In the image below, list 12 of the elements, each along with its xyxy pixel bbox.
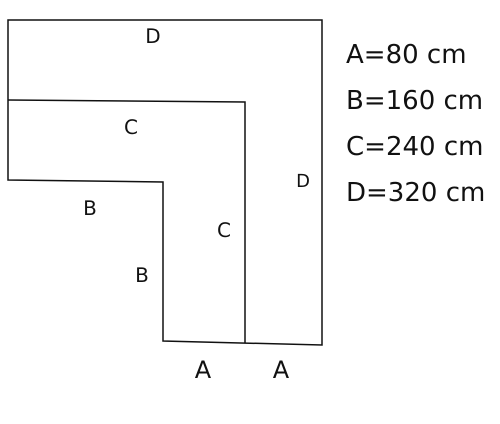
side-label: C [124,117,138,137]
side-label: D [296,173,310,191]
dimension-note: A=80 cm [346,42,467,68]
side-label: A [272,358,290,382]
dimension-note: C=240 cm [346,134,484,160]
dimension-note: B=160 cm [346,88,484,114]
side-label: D [145,26,161,46]
side-label: A [194,358,212,382]
side-label: C [217,220,231,240]
side-label: B [83,198,97,218]
side-label: B [135,265,149,285]
dimension-note: D=320 cm [346,180,486,206]
